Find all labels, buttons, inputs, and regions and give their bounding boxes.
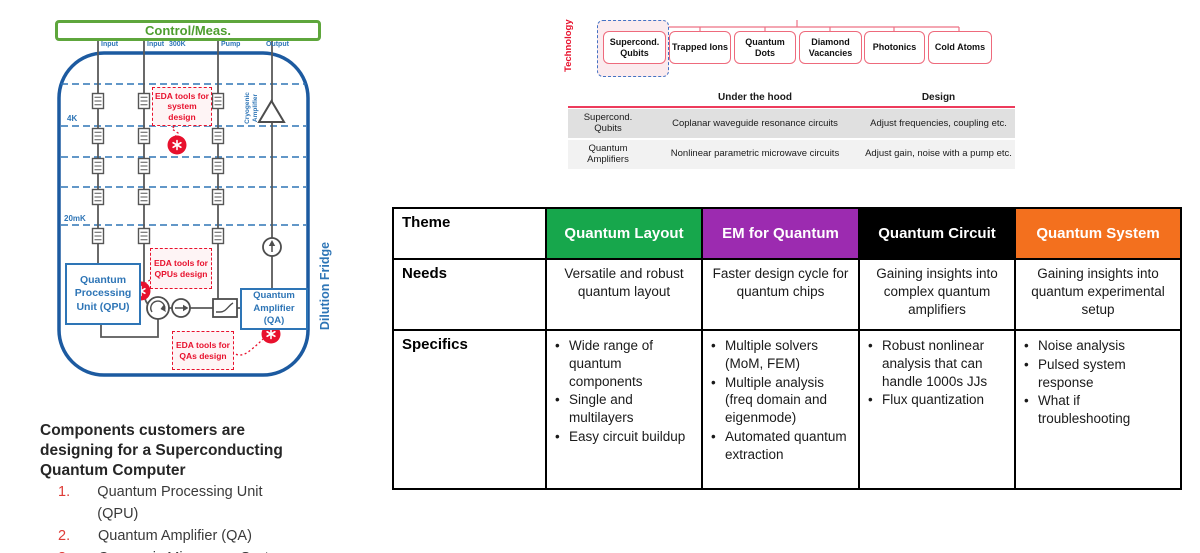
eda-qa-callout: EDA tools for QAs design <box>172 331 234 370</box>
wire-label-input1: Input <box>101 41 119 48</box>
specific-item: What if troubleshooting <box>1022 392 1176 428</box>
eda-system-callout: EDA tools for system design <box>152 87 212 126</box>
technology-option-diamond-vacancies: Diamond Vacancies <box>799 31 862 64</box>
hood-header-under-the-hood: Under the hood <box>718 92 792 103</box>
specific-item: Multiple solvers (MoM, FEM) <box>709 337 854 373</box>
eda-qpu-callout: EDA tools for QPUs design <box>150 248 212 289</box>
needs-quantum-layout: Versatile and robust quantum layout <box>545 258 703 331</box>
list-item: 1. Quantum Processing Unit (QPU) <box>40 481 302 525</box>
theme-em-for-quantum: EM for Quantum <box>701 207 860 260</box>
wire-label-pump: Pump <box>221 41 241 48</box>
circulator-symbol <box>146 296 170 320</box>
qa-box: Quantum Amplifier (QA) <box>240 288 308 330</box>
stage-4k-label: 4K <box>67 114 78 123</box>
themes-header-row: Theme Quantum Layout EM for Quantum Quan… <box>392 207 1182 260</box>
list-number: 1. <box>58 484 71 501</box>
table-row: Supercond. Qubits Coplanar waveguide res… <box>568 109 1015 138</box>
row-hood: Nonlinear parametric microwave circuits <box>648 139 862 169</box>
technology-option-quantum-dots: Quantum Dots <box>734 31 796 64</box>
specific-item: Single and multilayers <box>553 391 697 427</box>
technology-option-trapped-ions: Trapped Ions <box>669 31 731 64</box>
row-design: Adjust frequencies, coupling etc. <box>862 109 1015 138</box>
specifics-row: Specifics Wide range of quantum componen… <box>392 329 1182 490</box>
under-the-hood-table: Under the hood Design Supercond. Qubits … <box>568 92 1015 169</box>
specific-item: Multiple analysis (freq domain and eigen… <box>709 374 854 427</box>
wire-label-input2: Input <box>147 41 165 48</box>
coupler-symbol <box>212 298 238 318</box>
list-number: 3. <box>58 547 84 553</box>
isolator-symbol <box>171 298 191 318</box>
list-text: Quantum Processing Unit (QPU) <box>97 484 263 523</box>
temp-300k-label: 300K <box>169 41 186 48</box>
specific-item: Flux quantization <box>866 391 1010 409</box>
row-header-theme: Theme <box>392 207 547 260</box>
list-number: 2. <box>58 528 71 545</box>
eda-tool-icon <box>166 134 188 156</box>
specific-item: Automated quantum extraction <box>709 428 854 464</box>
specific-item: Easy circuit buildup <box>553 428 697 446</box>
technology-option-photonics: Photonics <box>864 31 925 64</box>
specific-item: Wide range of quantum components <box>553 337 697 390</box>
temperature-stage-lines <box>61 83 306 226</box>
cryo-amplifier-label: Cryogenic Amplifier <box>244 92 259 124</box>
stage-20mk-label: 20mK <box>64 214 86 223</box>
control-meas-label: Control/Meas. <box>145 23 231 38</box>
specifics-quantum-layout: Wide range of quantum components Single … <box>545 329 703 490</box>
wire-label-output: Output <box>266 41 289 48</box>
qpu-box: Quantum Processing Unit (QPU) <box>65 263 141 325</box>
row-design: Adjust gain, noise with a pump etc. <box>862 139 1015 169</box>
theme-quantum-circuit: Quantum Circuit <box>858 207 1016 260</box>
list-text: Quantum Amplifier (QA) <box>98 528 252 545</box>
table-row: Quantum Amplifiers Nonlinear parametric … <box>568 138 1015 169</box>
specifics-quantum-circuit: Robust nonlinear analysis that can handl… <box>858 329 1016 490</box>
theme-quantum-layout: Quantum Layout <box>545 207 703 260</box>
theme-quantum-system: Quantum System <box>1014 207 1182 260</box>
needs-quantum-circuit: Gaining insights into complex quantum am… <box>858 258 1016 331</box>
row-header-specifics: Specifics <box>392 329 547 490</box>
technology-option-cold-atoms: Cold Atoms <box>928 31 992 64</box>
source-symbol <box>262 237 282 257</box>
technology-option-supercond-qubits: Supercond. Qubits <box>603 31 666 64</box>
components-note-heading: Components customers are designing for a… <box>40 422 283 480</box>
control-meas-box: Control/Meas. <box>55 20 321 41</box>
cryo-amplifier-symbol <box>257 99 286 123</box>
hood-table-header: Under the hood Design <box>568 92 1015 108</box>
specifics-em-for-quantum: Multiple solvers (MoM, FEM) Multiple ana… <box>701 329 860 490</box>
needs-quantum-system: Gaining insights into quantum experiment… <box>1014 258 1182 331</box>
specific-item: Noise analysis <box>1022 337 1176 355</box>
row-label: Quantum Amplifiers <box>568 139 648 169</box>
list-text: Cryogenic Microwave System <box>98 547 289 553</box>
row-hood: Coplanar waveguide resonance circuits <box>648 109 862 138</box>
specific-item: Robust nonlinear analysis that can handl… <box>866 337 1010 390</box>
list-item: 2. Quantum Amplifier (QA) <box>40 525 302 547</box>
hood-header-blank <box>568 92 648 103</box>
specific-item: Pulsed system response <box>1022 356 1176 392</box>
row-label: Supercond. Qubits <box>568 109 648 138</box>
specifics-quantum-system: Noise analysis Pulsed system response Wh… <box>1014 329 1182 490</box>
themes-table: Theme Quantum Layout EM for Quantum Quan… <box>392 207 1182 490</box>
dilution-fridge-label: Dilution Fridge <box>318 241 332 331</box>
needs-row: Needs Versatile and robust quantum layou… <box>392 258 1182 331</box>
hood-header-design: Design <box>921 92 956 103</box>
list-item: 3. Cryogenic Microwave System <box>40 547 302 553</box>
components-note: Components customers are designing for a… <box>40 421 302 553</box>
needs-em-for-quantum: Faster design cycle for quantum chips <box>701 258 860 331</box>
row-header-needs: Needs <box>392 258 547 331</box>
